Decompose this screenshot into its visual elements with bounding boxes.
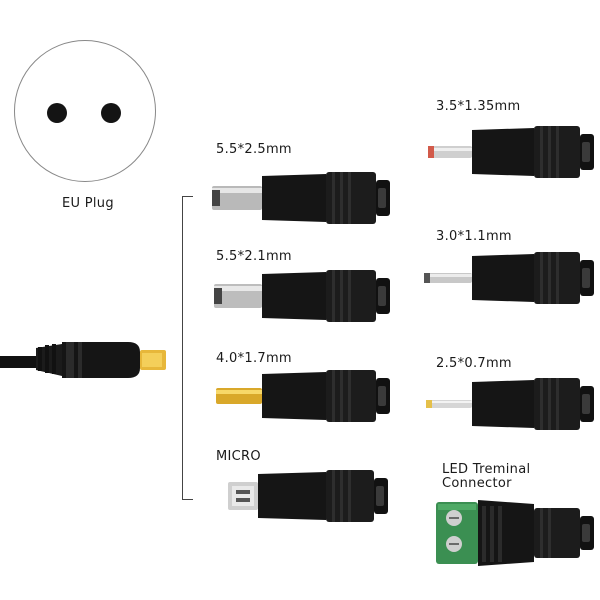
adapter-4-0-1-7 (216, 370, 390, 422)
eu-plug-label: EU Plug (62, 196, 114, 211)
adapter-5-5-2-1 (214, 270, 390, 322)
eu-plug-pin-right (101, 103, 121, 123)
adapter-5-5-2-5 (212, 172, 390, 224)
eu-plug-pin-left (47, 103, 67, 123)
adapter-3-5-1-35 (428, 126, 594, 178)
terminal-label: LED Treminal Connector (442, 462, 531, 491)
connector-label-2-5-0-7: 2.5*0.7mm (436, 356, 512, 371)
connector-bracket (182, 196, 193, 500)
eu-plug-illustration (14, 40, 156, 182)
adapter-2-5-0-7 (426, 378, 594, 430)
connector-label-5-5-2-5: 5.5*2.5mm (216, 142, 292, 157)
connector-label-micro: MICRO (216, 449, 261, 464)
connector-label-3-5-1-35: 3.5*1.35mm (436, 99, 521, 114)
connector-label-3-0-1-1: 3.0*1.1mm (436, 229, 512, 244)
dc-cable-jack (0, 342, 166, 378)
adapter-micro (228, 470, 388, 522)
led-terminal-connector (436, 500, 594, 566)
adapter-3-0-1-1 (424, 252, 594, 304)
connector-label-5-5-2-1: 5.5*2.1mm (216, 249, 292, 264)
connector-label-4-0-1-7: 4.0*1.7mm (216, 351, 292, 366)
